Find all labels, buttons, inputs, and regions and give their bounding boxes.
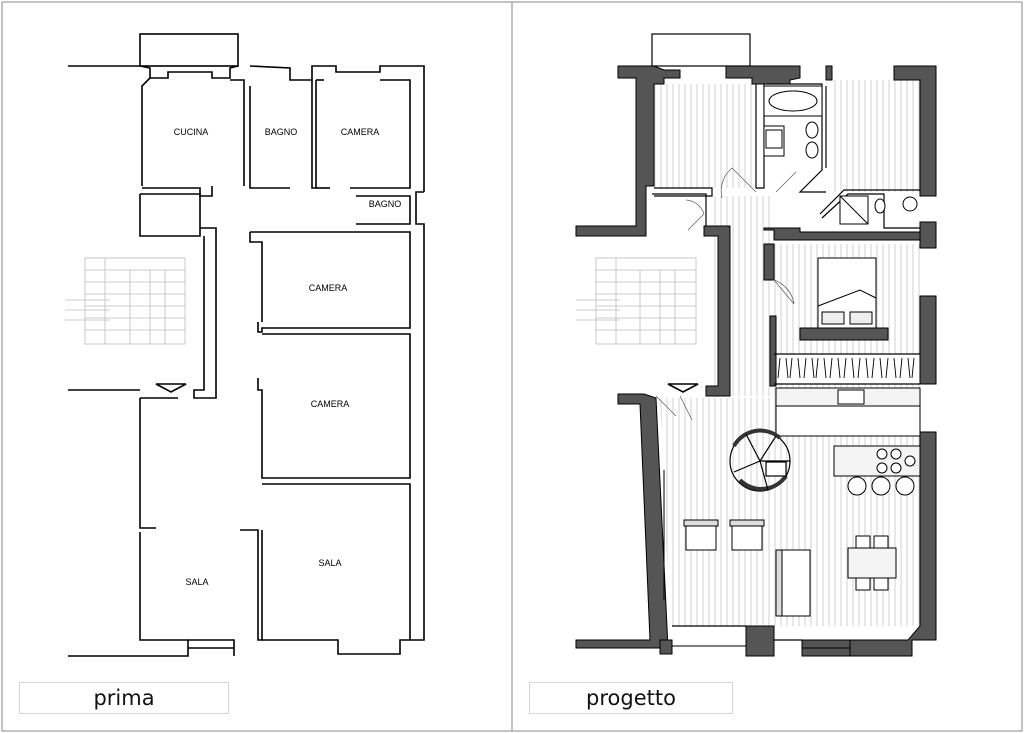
balcony-after xyxy=(651,33,751,67)
spiral-stair xyxy=(729,428,791,492)
sala-left-wall xyxy=(139,398,156,529)
corridor-top xyxy=(139,193,201,237)
plan-after xyxy=(575,33,937,657)
bed xyxy=(817,257,877,329)
living-furniture xyxy=(683,519,897,617)
cucina-west xyxy=(141,77,151,186)
bagno-east xyxy=(311,80,317,189)
sala-left-bottom xyxy=(139,532,188,641)
bathroom-fixtures xyxy=(763,85,918,225)
camera-mid xyxy=(250,231,411,333)
caption-after: progetto xyxy=(529,682,733,714)
kitchen xyxy=(775,387,921,496)
entrance-arrow-before xyxy=(155,383,187,393)
bagno-walls xyxy=(249,86,290,189)
label-camera-mid: CAMERA xyxy=(309,283,348,293)
plan-before xyxy=(65,33,425,657)
label-camera-low: CAMERA xyxy=(311,399,350,409)
bagno-small xyxy=(356,195,411,225)
walls-after xyxy=(575,65,937,657)
caption-before: prima xyxy=(19,682,229,714)
north-wall-a xyxy=(68,65,239,79)
sala-divider xyxy=(240,529,263,641)
label-sala-right: SALA xyxy=(318,558,341,568)
label-camera-top: CAMERA xyxy=(341,127,380,137)
camera-top-box xyxy=(350,79,411,189)
balcony-before xyxy=(139,33,239,67)
north-wall-b xyxy=(249,65,425,192)
wardrobe xyxy=(777,357,915,379)
label-bagno-small: BAGNO xyxy=(369,199,402,209)
entrance-arrow-after xyxy=(667,383,699,393)
stair-after xyxy=(576,257,697,345)
windows-after xyxy=(663,470,850,649)
stair-before xyxy=(65,257,186,345)
label-sala-left: SALA xyxy=(185,577,208,587)
label-cucina: CUCINA xyxy=(174,127,209,137)
door-swings-after xyxy=(655,167,797,421)
camera-mid-door xyxy=(249,232,263,322)
east-wall xyxy=(262,191,425,655)
corridor-left-wall xyxy=(193,227,217,399)
camera-low xyxy=(257,333,411,479)
cucina-east xyxy=(230,79,245,186)
sala-right xyxy=(262,483,411,640)
label-bagno: BAGNO xyxy=(265,127,298,137)
